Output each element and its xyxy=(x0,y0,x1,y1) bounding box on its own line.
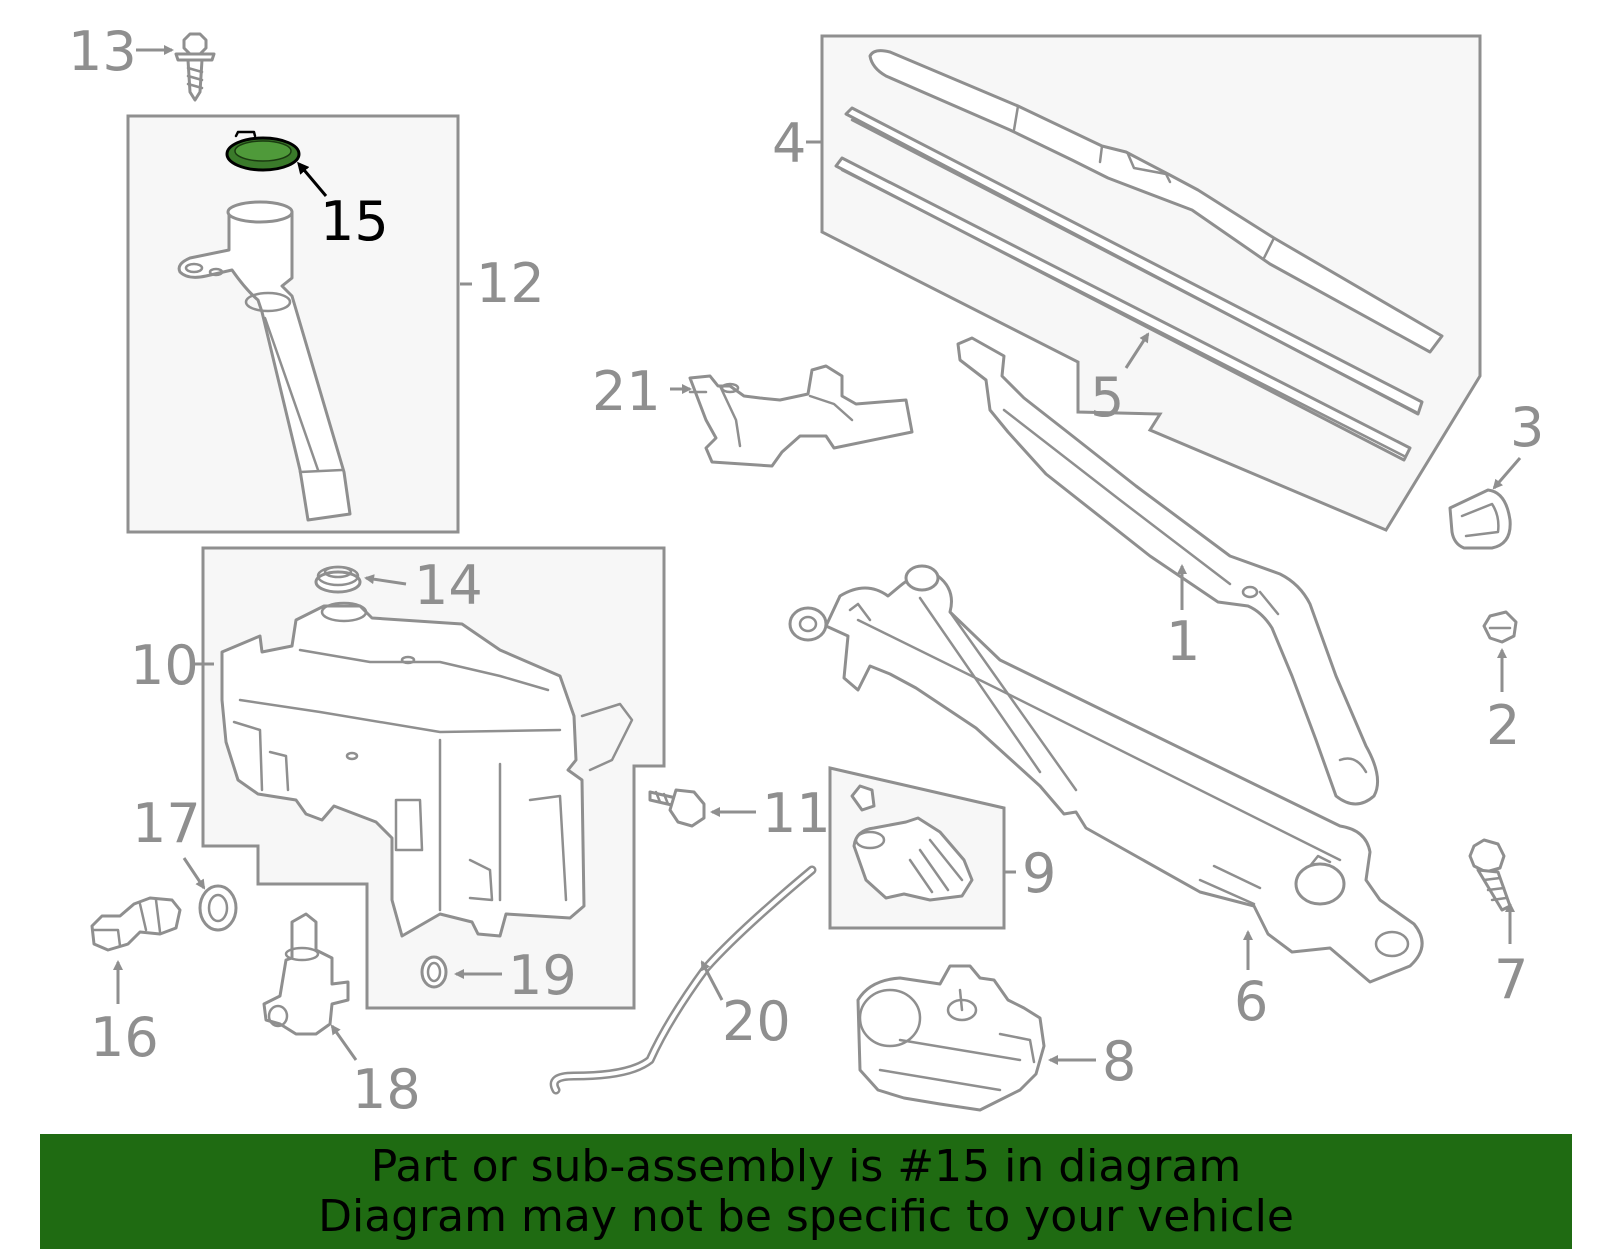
callout-4: 4 xyxy=(772,112,806,175)
callout-12: 12 xyxy=(476,252,545,315)
callout-arrow-14 xyxy=(364,574,407,586)
part-21-nozzle[interactable] xyxy=(688,364,914,468)
callout-6: 6 xyxy=(1234,970,1268,1033)
callout-5: 5 xyxy=(1090,366,1124,429)
part-11-bolt[interactable] xyxy=(648,788,706,828)
part-13-bolt[interactable] xyxy=(174,32,216,102)
part-14-grommet[interactable] xyxy=(314,565,362,594)
part-3-cap[interactable] xyxy=(1448,488,1512,550)
callout-15: 15 xyxy=(320,190,389,253)
callout-8: 8 xyxy=(1102,1030,1136,1093)
callout-14: 14 xyxy=(414,554,483,617)
part-12-filler-neck[interactable] xyxy=(177,200,352,522)
callout-3: 3 xyxy=(1510,396,1544,459)
callout-arrow-18 xyxy=(330,1024,358,1061)
callout-1: 1 xyxy=(1166,610,1200,673)
part-5-blade-refill[interactable] xyxy=(834,106,1424,462)
part-17-grommet[interactable] xyxy=(198,884,238,932)
callout-9: 9 xyxy=(1022,842,1056,905)
callout-16: 16 xyxy=(90,1006,159,1069)
callout-arrow-5 xyxy=(1124,332,1150,369)
callout-7: 7 xyxy=(1494,948,1528,1011)
part-15-cap[interactable] xyxy=(225,130,301,172)
callout-17: 17 xyxy=(132,792,201,855)
part-6-linkage[interactable] xyxy=(788,564,1424,984)
part-8-motor[interactable] xyxy=(856,964,1046,1112)
part-19-grommet[interactable] xyxy=(420,955,448,989)
info-banner: Part or sub-assembly is #15 in diagram D… xyxy=(40,1134,1572,1249)
part-18-pump[interactable] xyxy=(262,912,350,1036)
part-20-hose[interactable] xyxy=(549,865,817,1095)
callout-11: 11 xyxy=(762,782,831,845)
banner-line-2: Diagram may not be specific to your vehi… xyxy=(318,1190,1294,1242)
callout-arrow-3 xyxy=(1492,457,1522,490)
callout-20: 20 xyxy=(722,990,791,1053)
banner-line-1: Part or sub-assembly is #15 in diagram xyxy=(370,1140,1242,1192)
callout-arrow-15 xyxy=(297,161,328,197)
part-9-motor-cover[interactable] xyxy=(850,784,974,902)
callout-10: 10 xyxy=(130,634,199,697)
part-1-wiper-arm[interactable] xyxy=(956,336,1380,806)
callout-19: 19 xyxy=(508,944,577,1007)
part-10-reservoir[interactable] xyxy=(220,601,634,938)
callout-arrow-20 xyxy=(700,960,724,1001)
callout-18: 18 xyxy=(352,1058,421,1121)
callout-arrow-17 xyxy=(182,857,206,890)
part-4-blade[interactable] xyxy=(868,49,1444,354)
callout-2: 2 xyxy=(1486,694,1520,757)
part-16-sensor[interactable] xyxy=(90,896,182,952)
callout-21: 21 xyxy=(592,360,661,423)
blade-group-box xyxy=(820,34,1482,532)
part-2-nut[interactable] xyxy=(1482,610,1518,644)
part-7-bolt[interactable] xyxy=(1468,838,1512,912)
callout-13: 13 xyxy=(68,20,137,83)
